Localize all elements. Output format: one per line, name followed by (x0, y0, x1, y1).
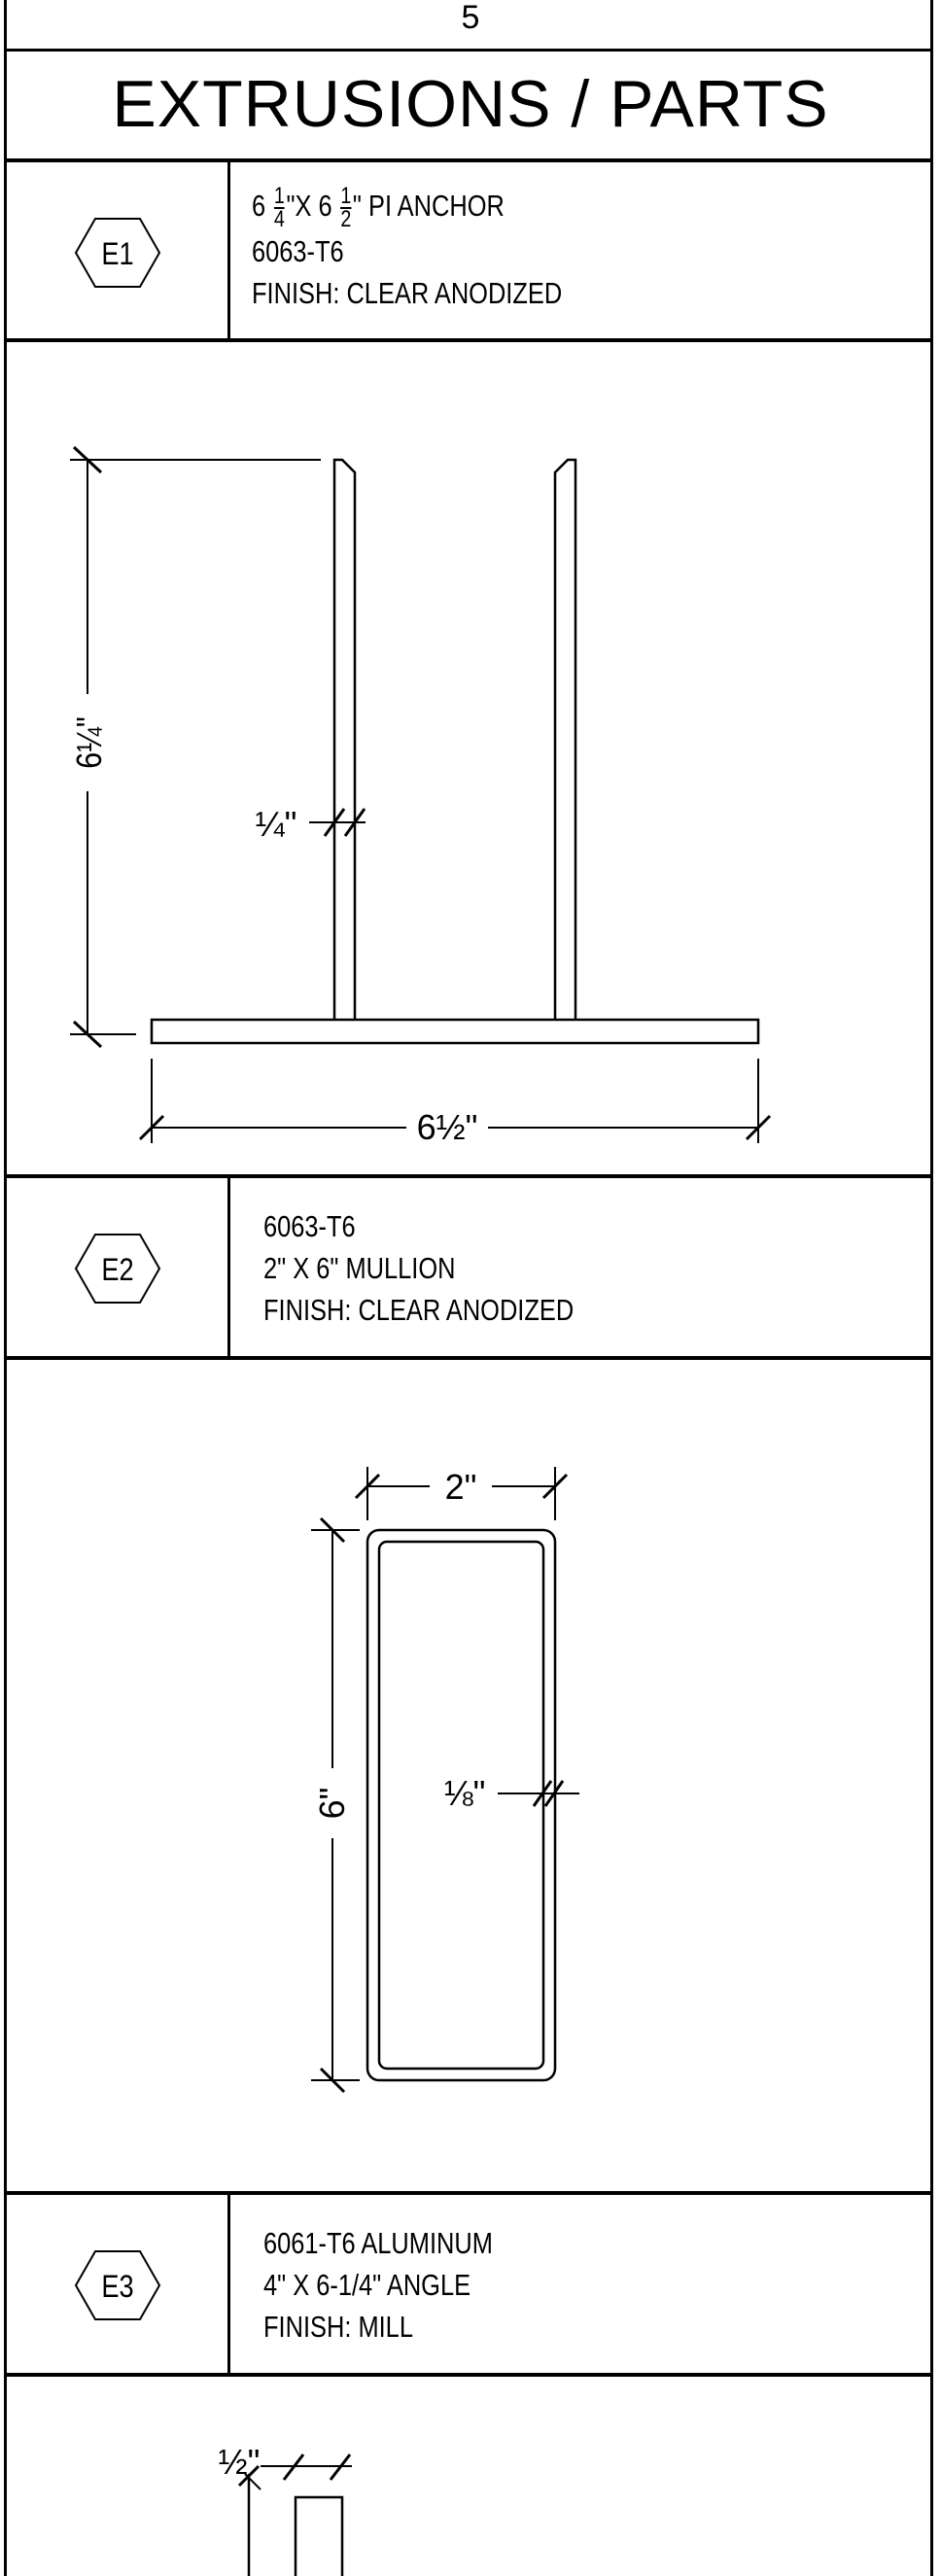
page-title: EXTRUSIONS / PARTS (112, 67, 829, 141)
dimension-wall: ⅛" (444, 1773, 486, 1813)
part-tag-e2: E2 (74, 1234, 161, 1304)
mullion-outer-wall (366, 1528, 557, 2082)
spec-line-2: 2" X 6" MULLION (263, 1251, 456, 1285)
part-tag-e1: E1 (74, 218, 161, 288)
spec-line-1: 6063-T6 (263, 1209, 356, 1243)
dimension-thickness: ¼" (256, 804, 297, 844)
spec-line-3: FINISH: CLEAR ANODIZED (252, 275, 563, 310)
dimension-height: 6" (312, 1788, 352, 1820)
dimension-thickness: ½" (219, 2442, 261, 2482)
pi-anchor-profile (150, 1018, 760, 1045)
part-tag-label: E2 (101, 1253, 133, 1288)
mullion-inner-wall (377, 1540, 545, 2071)
part-tag-label: E3 (101, 2270, 133, 2305)
dimension-width: 6½" (417, 1107, 478, 1147)
part-description: 6061-T6 ALUMINUM 4" X 6-1/4" ANGLE FINIS… (263, 2222, 493, 2348)
divider (227, 1176, 230, 1358)
pi-anchor-drawing: 6¼" ¼" 6½" (70, 445, 772, 1147)
spec-line-3: FINISH: MILL (263, 2310, 413, 2344)
divider (227, 160, 230, 340)
divider (4, 158, 933, 162)
divider (4, 338, 933, 342)
dimension-height: 6¼" (71, 716, 110, 768)
divider (4, 49, 933, 52)
part-description: 6063-T6 2" X 6" MULLION FINISH: CLEAR AN… (263, 1205, 574, 1331)
divider (4, 1356, 933, 1360)
divider (4, 1174, 933, 1178)
part-tag-label: E1 (101, 237, 133, 272)
angle-drawing: ½" (219, 2442, 352, 2576)
drawing-frame (4, 0, 933, 2576)
dimension-width: 2" (445, 1467, 477, 1507)
mullion-drawing: 2" 6" ⅛" (311, 1467, 579, 2094)
part-tag-e3: E3 (74, 2250, 161, 2320)
spec-line-3: FINISH: CLEAR ANODIZED (263, 1293, 575, 1327)
divider (4, 2191, 933, 2195)
spec-line-2: 6063-T6 (252, 233, 344, 268)
spec-line-2: 4" X 6-1/4" ANGLE (263, 2268, 471, 2302)
page-number: 5 (461, 0, 480, 36)
divider (227, 2193, 230, 2375)
divider (4, 2373, 933, 2377)
spec-line-1: 6061-T6 ALUMINUM (263, 2226, 493, 2260)
